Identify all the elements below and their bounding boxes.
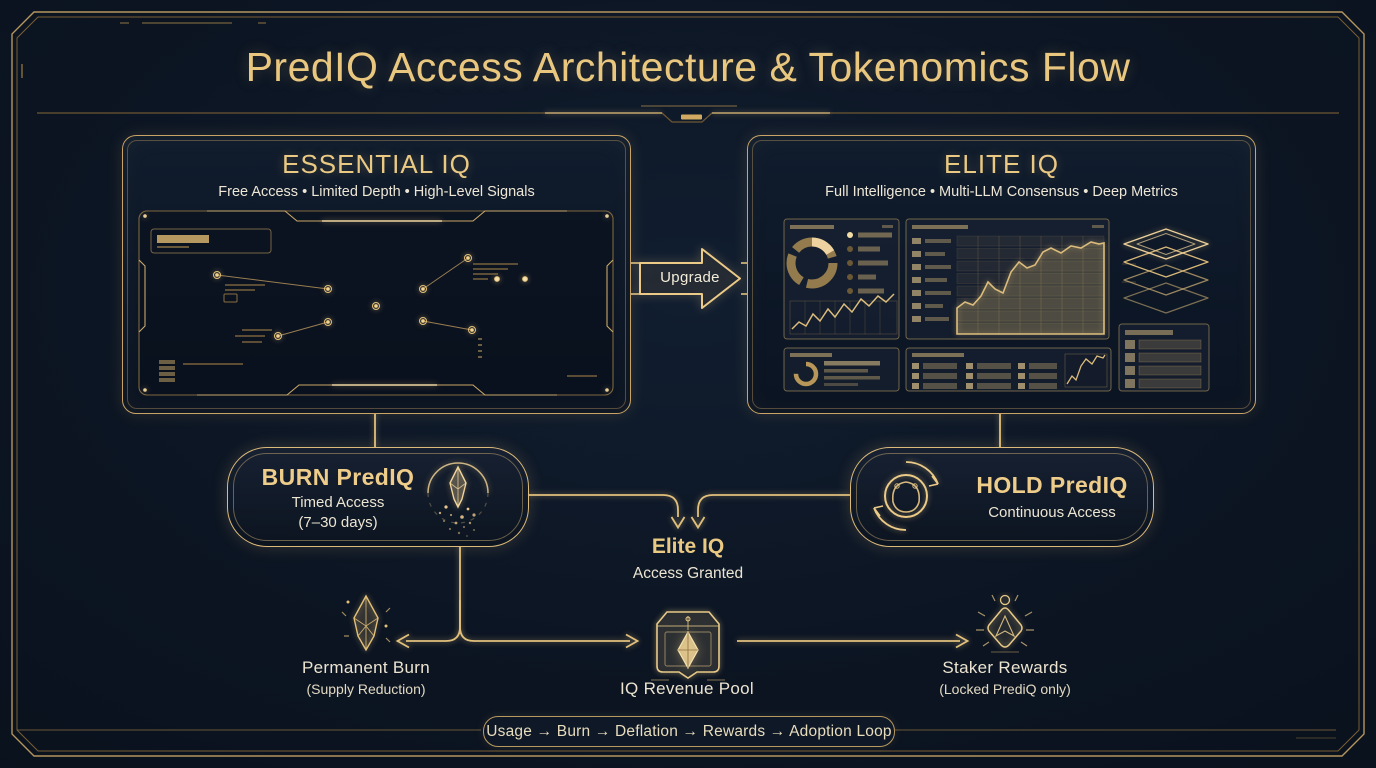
area-series: [956, 241, 1105, 335]
connector-burn-down-right: [459, 600, 630, 642]
connector-burn-to-access: [527, 494, 679, 517]
burn-subtitle-2: (7–30 days): [298, 514, 378, 531]
layers-icon: [1122, 228, 1209, 314]
permanent-burn-title: Permanent Burn: [302, 658, 430, 677]
node-elite-access: Elite IQ Access Granted: [588, 535, 788, 583]
row-list: [912, 238, 951, 322]
arrowhead-revenue-pool: [625, 633, 640, 649]
connectors: [374, 411, 1001, 649]
elite-subtitle: Full Intelligence • Multi-LLM Consensus …: [825, 184, 1178, 200]
donut-legend: [847, 232, 892, 294]
burn-title: BURN PredIQ: [261, 464, 415, 490]
constellation-lines: [216, 257, 473, 337]
stats-card: [905, 347, 1112, 392]
upgrade-arrow-label: Upgrade: [660, 269, 720, 286]
arrowhead-permanent-burn: [395, 633, 410, 649]
elite-access-subtitle: Access Granted: [632, 565, 744, 582]
essential-screen-wireframe: [138, 210, 614, 396]
reward-gem-icon: [976, 594, 1034, 653]
elite-access-title: Elite IQ: [651, 535, 725, 558]
outer-frame: [11, 11, 1365, 757]
node-burn-prediq: BURN PredIQ Timed Access (7–30 days): [227, 447, 529, 547]
arrowhead-burn-access: [670, 516, 686, 530]
tokenomics-loop-pill: Usage → Burn → Deflation → Rewards → Ado…: [483, 716, 895, 747]
burning-crystal-icon: [427, 462, 489, 537]
node-hold-prediq: HOLD PredIQ Continuous Access: [850, 447, 1154, 547]
header-box: [150, 228, 272, 254]
donut-card: [783, 218, 900, 340]
hold-subtitle-1: Continuous Access: [988, 504, 1116, 521]
arrowhead-staker: [955, 633, 970, 649]
essential-subtitle: Free Access • Limited Depth • High-Level…: [218, 184, 535, 200]
connector-burn-down-left: [406, 545, 461, 642]
node-revenue-pool: IQ Revenue Pool: [597, 679, 777, 699]
hold-title: HOLD PredIQ: [976, 472, 1128, 498]
vault-gem-icon: [651, 611, 725, 681]
elite-title: ELITE IQ: [944, 149, 1059, 179]
elite-dashboard: [783, 218, 1210, 392]
essential-title: ESSENTIAL IQ: [282, 149, 471, 179]
cycle-token-icon: [873, 461, 939, 531]
burn-subtitle-1: Timed Access: [291, 494, 385, 511]
page-title: PredIQ Access Architecture & Tokenomics …: [245, 44, 1131, 90]
table-card: [1118, 323, 1210, 392]
burn-crystal-icon: [341, 594, 391, 652]
node-staker-rewards: Staker Rewards (Locked PrediQ only): [915, 658, 1095, 697]
annotation-dashes: [183, 263, 597, 377]
node-permanent-burn: Permanent Burn (Supply Reduction): [276, 658, 456, 697]
connector-hold-to-access: [697, 494, 850, 517]
arrowhead-hold-access: [690, 516, 706, 530]
upgrade-arrow: [629, 248, 747, 309]
permanent-burn-subtitle: (Supply Reduction): [306, 681, 426, 697]
panel-essential-iq: ESSENTIAL IQ Free Access • Limited Depth…: [122, 135, 631, 414]
revenue-pool-title: IQ Revenue Pool: [620, 679, 754, 698]
staker-rewards-subtitle: (Locked PrediQ only): [939, 681, 1071, 697]
panel-elite-iq: ELITE IQ Full Intelligence • Multi-LLM C…: [747, 135, 1256, 414]
ring-card: [783, 347, 900, 392]
area-chart-card: [905, 218, 1110, 340]
tokenomics-loop-label: Usage → Burn → Deflation → Rewards → Ado…: [486, 723, 892, 740]
staker-rewards-title: Staker Rewards: [942, 658, 1068, 677]
constellation-nodes: [213, 254, 528, 340]
title-divider: [37, 105, 1339, 123]
mini-line-chart: [789, 293, 898, 335]
